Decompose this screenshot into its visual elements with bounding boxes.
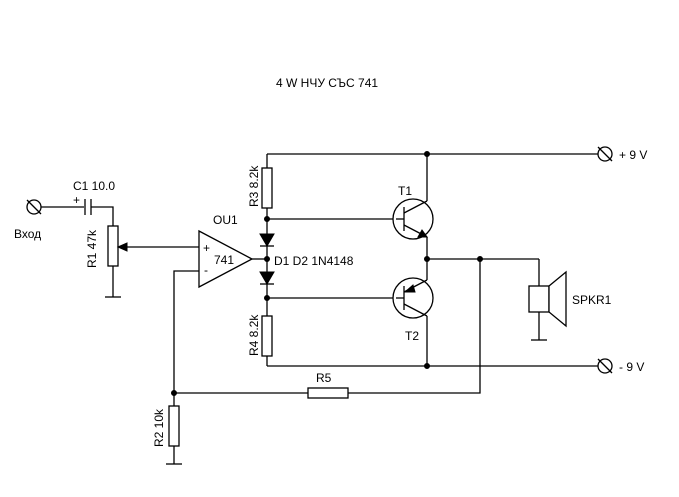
opamp-minus-label: - bbox=[204, 263, 208, 277]
resistor-r2 bbox=[168, 405, 180, 447]
resistor-r4 bbox=[261, 315, 273, 357]
diode-d1 bbox=[259, 233, 275, 247]
t1-label: T1 bbox=[398, 184, 412, 198]
input-label: Вход bbox=[14, 227, 41, 241]
potentiometer-r1 bbox=[107, 225, 119, 267]
opamp-part-label: 741 bbox=[214, 253, 234, 267]
wire-opamp-minus bbox=[173, 270, 199, 393]
r3-label: R3 8.2k bbox=[247, 165, 261, 207]
transistor-t2 bbox=[392, 277, 434, 319]
c1-label: C1 10.0 bbox=[73, 179, 115, 193]
speaker-label: SPKR1 bbox=[572, 293, 612, 307]
opamp-plus-label: + bbox=[203, 241, 210, 255]
wire-feedback-right bbox=[348, 259, 481, 394]
wiper-arrow bbox=[116, 242, 128, 252]
positive-supply-terminal bbox=[597, 146, 613, 162]
input-terminal bbox=[26, 199, 42, 215]
resistor-r5 bbox=[307, 387, 349, 399]
positive-supply-label: + 9 V bbox=[619, 148, 647, 162]
speaker-spkr1 bbox=[528, 270, 567, 328]
negative-supply-terminal bbox=[597, 358, 613, 374]
t2-label: T2 bbox=[405, 329, 419, 343]
r1-label: R1 47k bbox=[85, 229, 99, 268]
c1-polarity-label: + bbox=[73, 193, 80, 207]
negative-supply-label: - 9 V bbox=[619, 360, 644, 374]
opamp-ou1 bbox=[198, 229, 254, 289]
opamp-ref-label: OU1 bbox=[213, 213, 238, 227]
r5-label: R5 bbox=[316, 371, 332, 385]
diode-d2 bbox=[259, 271, 275, 285]
transistor-t1 bbox=[392, 198, 434, 240]
r4-label: R4 8.2k bbox=[247, 314, 261, 356]
schematic-title: 4 W НЧУ СЪС 741 bbox=[276, 76, 378, 90]
resistor-r3 bbox=[261, 167, 273, 209]
diodes-label: D1 D2 1N4148 bbox=[274, 254, 354, 268]
wire-c1-r1 bbox=[91, 206, 114, 226]
capacitor-c1 bbox=[84, 199, 92, 215]
r2-label: R2 10k bbox=[152, 408, 166, 447]
